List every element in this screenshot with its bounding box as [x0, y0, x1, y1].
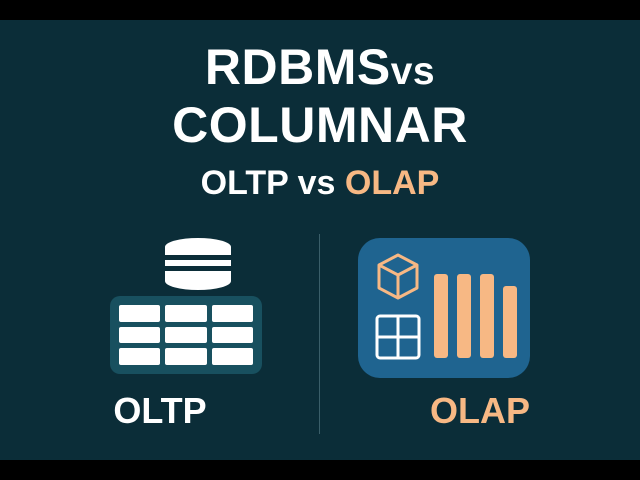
panel-label-oltp: OLTP	[113, 390, 207, 431]
subtitle-oltp: OLTP	[200, 164, 289, 202]
olap-icon-card	[358, 238, 530, 378]
cube-icon	[377, 253, 419, 300]
cylinder-bottom	[165, 272, 231, 290]
title-rdbms: RDBMS	[204, 39, 391, 95]
bar	[503, 286, 517, 358]
cylinder-ring-1	[165, 255, 231, 260]
panel-olap: OLAP	[320, 220, 640, 450]
table-cell	[119, 326, 161, 344]
title-line-2: COLUMNAR	[172, 97, 468, 153]
table-cell	[165, 326, 207, 344]
slide-stage: RDBMSvs COLUMNAR OLTP vs OLAP	[0, 20, 640, 460]
subtitle-vs: vs	[297, 164, 336, 202]
panels-row: OLTP	[0, 220, 640, 450]
bar	[434, 274, 448, 358]
cylinder-ring-2	[165, 266, 231, 271]
table-grid-icon	[110, 296, 262, 374]
bar	[457, 274, 471, 358]
table-cell	[165, 348, 207, 365]
grid-icon	[375, 314, 421, 360]
cylinder-top	[165, 238, 231, 256]
oltp-icon-group	[110, 238, 262, 378]
table-cell	[165, 305, 207, 322]
bar-chart-icon	[434, 258, 517, 358]
title-block: RDBMSvs COLUMNAR OLTP vs OLAP	[0, 42, 640, 203]
table-cell	[211, 326, 253, 344]
subtitle: OLTP vs OLAP	[0, 164, 640, 203]
title-line-1: RDBMSvs	[0, 42, 640, 92]
subtitle-olap: OLAP	[344, 164, 440, 202]
table-cell	[211, 305, 253, 322]
panel-label-olap: OLAP	[429, 390, 530, 431]
title-vs: vs	[390, 50, 436, 93]
database-cylinder-icon	[165, 238, 231, 290]
table-cell	[119, 305, 161, 322]
panel-divider	[319, 234, 320, 434]
panel-oltp: OLTP	[0, 220, 320, 450]
table-cell	[119, 348, 161, 365]
bar	[480, 274, 494, 358]
table-cell	[211, 348, 253, 365]
